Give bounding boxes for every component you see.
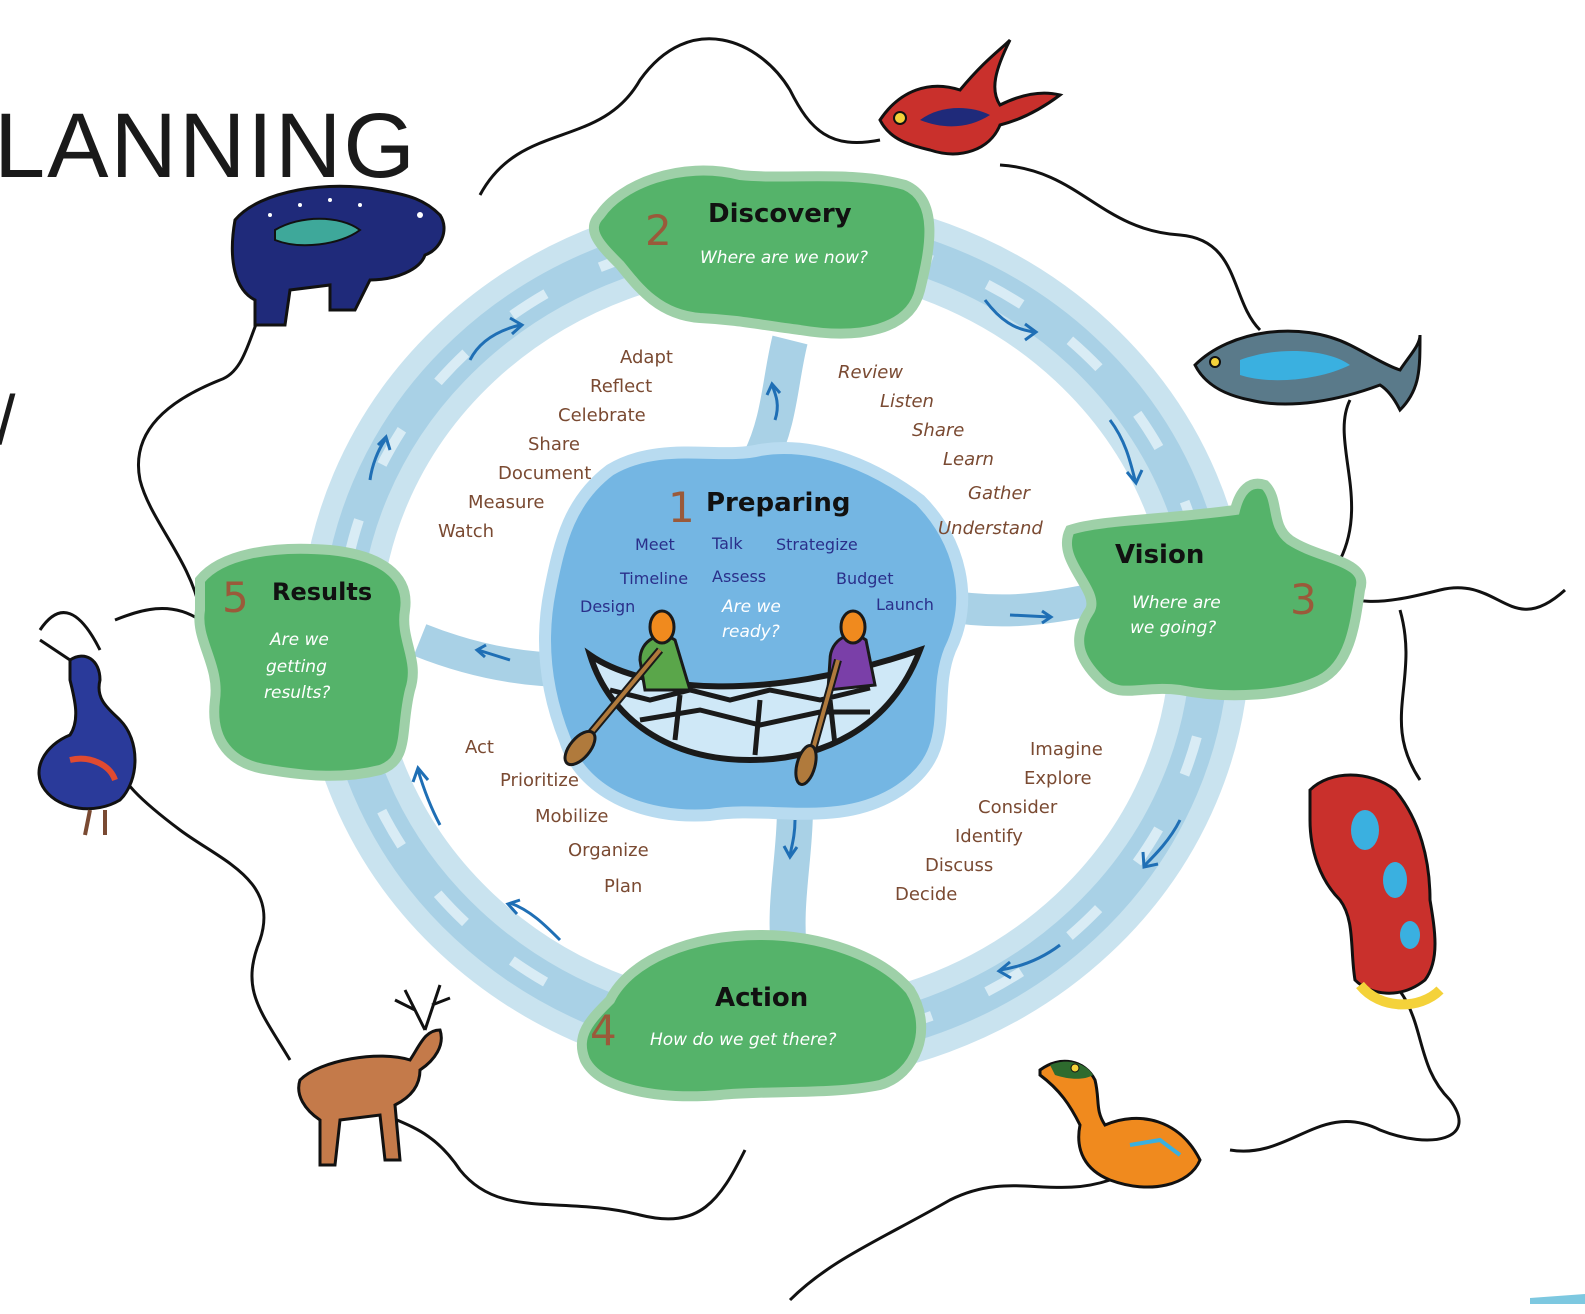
word-review: Review	[838, 362, 903, 383]
page-title-fragment: LANNING	[0, 95, 417, 197]
discovery-question: Where are we now?	[700, 248, 868, 268]
results-island	[194, 543, 418, 781]
action-question: How do we get there?	[650, 1030, 837, 1050]
preparing-word-strategize: Strategize	[776, 535, 858, 554]
thunderbird-icon	[878, 38, 1064, 156]
arrow-icon	[509, 901, 562, 942]
word-document: Document	[498, 463, 591, 484]
corner-fragment	[1530, 1294, 1585, 1304]
bear-icon	[230, 184, 446, 327]
arrow-icon	[368, 439, 387, 481]
preparing-word-talk: Talk	[711, 534, 743, 553]
preparing-word-meet: Meet	[635, 535, 675, 554]
results-number: 5	[222, 573, 249, 622]
vision-question-line1: Where are	[1132, 593, 1221, 613]
results-question-line3: results?	[264, 683, 330, 703]
vision-title: Vision	[1115, 540, 1204, 570]
word-measure: Measure	[468, 492, 545, 513]
action-title: Action	[715, 983, 808, 1013]
word-share-2: Share	[912, 420, 964, 441]
deer-icon	[297, 984, 451, 1167]
arrow-icon	[983, 299, 1036, 334]
arrow-icon	[468, 323, 521, 361]
outer-thread	[38, 37, 1567, 1302]
action-number: 4	[590, 1006, 617, 1055]
word-decide: Decide	[895, 884, 957, 905]
preparing-word-budget: Budget	[836, 569, 894, 588]
results-title: Results	[272, 578, 372, 606]
word-understand: Understand	[938, 518, 1043, 539]
results-question-line1: Are we	[269, 630, 329, 650]
arrow-icon	[1108, 419, 1137, 481]
word-adapt: Adapt	[620, 347, 673, 368]
preparing-word-assess: Assess	[712, 567, 766, 586]
word-share: Share	[528, 434, 580, 455]
word-explore: Explore	[1024, 768, 1092, 789]
word-imagine: Imagine	[1030, 739, 1103, 760]
preparing-question-line1: Are we	[721, 597, 781, 617]
arrow-icon	[770, 384, 779, 421]
word-prioritize: Prioritize	[500, 770, 579, 791]
preparing-number: 1	[668, 483, 695, 532]
word-consider: Consider	[978, 797, 1058, 818]
preparing-word-timeline: Timeline	[619, 569, 688, 588]
results-question-line2: getting	[266, 657, 327, 677]
flow-arrows	[368, 299, 1182, 980]
canoe-illustration	[563, 609, 926, 786]
loon-icon	[1038, 1059, 1202, 1189]
arrow-icon	[477, 648, 511, 662]
fish-icon	[1193, 329, 1422, 413]
arrow-icon	[1143, 819, 1182, 867]
word-gather: Gather	[968, 483, 1032, 504]
preparing-question-line2: ready?	[722, 622, 780, 642]
word-discuss: Discuss	[925, 855, 993, 876]
preparing-word-launch: Launch	[876, 595, 934, 614]
word-act: Act	[465, 737, 494, 758]
action-island	[576, 929, 927, 1102]
arrow-icon	[788, 819, 797, 856]
vision-number: 3	[1290, 575, 1317, 624]
vision-island	[1062, 478, 1367, 701]
heron-icon	[37, 638, 137, 836]
word-identify: Identify	[955, 826, 1023, 847]
arrow-icon	[416, 769, 442, 826]
word-watch: Watch	[438, 521, 494, 542]
vision-question-line2: we going?	[1130, 618, 1216, 638]
preparing-word-design: Design	[580, 597, 635, 616]
stream-top	[743, 335, 808, 469]
partial-title-glyph: /	[0, 385, 15, 455]
word-organize: Organize	[568, 840, 649, 861]
word-listen: Listen	[880, 391, 934, 412]
discovery-title: Discovery	[708, 199, 852, 229]
word-plan: Plan	[604, 876, 642, 897]
otter-icon	[1308, 773, 1444, 1010]
arrow-icon	[1009, 613, 1051, 619]
word-mobilize: Mobilize	[535, 806, 609, 827]
preparing-title: Preparing	[706, 488, 851, 518]
arrow-icon	[999, 943, 1061, 972]
word-reflect: Reflect	[590, 376, 652, 397]
discovery-island	[589, 165, 935, 339]
discovery-number: 2	[645, 206, 672, 255]
word-celebrate: Celebrate	[558, 405, 646, 426]
word-learn: Learn	[943, 449, 994, 470]
